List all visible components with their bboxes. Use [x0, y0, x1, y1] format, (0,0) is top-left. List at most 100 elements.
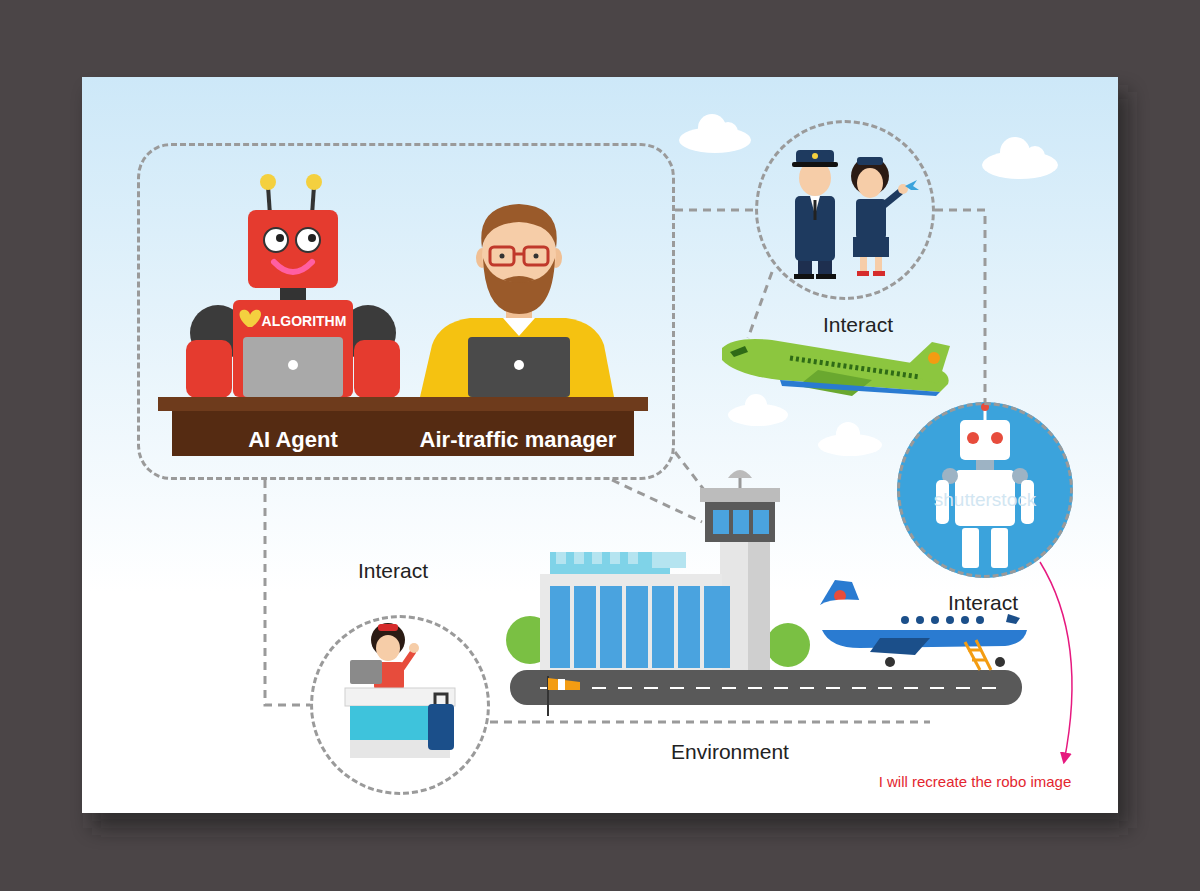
blue-plane	[820, 580, 1028, 670]
illustration-part	[995, 657, 1005, 667]
illustration-part	[248, 210, 338, 288]
illustration-part	[243, 337, 343, 397]
illustration-part	[648, 586, 652, 668]
illustration-part	[510, 670, 1022, 705]
text-slot: AI Agent	[248, 427, 338, 453]
illustration-part	[870, 638, 930, 655]
illustration-part	[186, 340, 232, 398]
illustration-part	[700, 586, 704, 668]
illustration-part	[946, 616, 954, 624]
illustration-part	[550, 586, 730, 668]
illustration-part	[596, 586, 600, 668]
illustration-part	[274, 262, 312, 272]
illustration-part	[378, 624, 398, 631]
illustration-part	[713, 510, 729, 534]
dashed-connector	[675, 209, 755, 212]
illustration-part	[885, 657, 895, 667]
illustration-part	[296, 228, 320, 252]
illustration-part	[409, 643, 419, 653]
illustration-part	[428, 704, 454, 750]
illustration-part	[884, 192, 900, 205]
illustration-part	[733, 510, 749, 534]
illustration-part	[753, 510, 769, 534]
illustration-part	[308, 234, 316, 242]
checkin-desk	[345, 623, 455, 758]
illustration-part	[260, 174, 276, 190]
label-slot: I will recreate the robo image	[879, 773, 1072, 790]
node-text: AI Agent	[248, 427, 338, 453]
illustration-part	[1000, 137, 1030, 167]
illustration-part	[857, 168, 883, 198]
checkin-circle: Interact	[310, 615, 490, 795]
white-robot	[936, 403, 1034, 568]
illustration-part	[500, 254, 505, 259]
illustration-part	[795, 196, 835, 261]
illustration-part	[503, 276, 535, 283]
illustration-part	[816, 274, 836, 279]
illustration-part	[610, 552, 620, 564]
watermark: shutterstock	[934, 489, 1036, 511]
illustration-part	[276, 234, 284, 242]
illustration-part	[345, 688, 455, 706]
illustration-part	[976, 460, 994, 470]
illustration-part	[435, 694, 447, 704]
illustration-part	[812, 153, 818, 159]
illustration-part	[350, 660, 382, 684]
illustration-part	[745, 394, 767, 416]
illustration-part	[376, 635, 400, 661]
illustration-part	[402, 652, 413, 668]
note-arrow	[1040, 562, 1072, 762]
node-text: Interact	[823, 313, 893, 337]
illustration-part	[857, 157, 883, 165]
environment-label: Environment	[671, 740, 789, 764]
illustration-part	[766, 623, 810, 667]
illustration-part	[534, 254, 539, 259]
illustration-part	[873, 271, 885, 276]
illustration-part	[540, 687, 1000, 689]
illustration-part	[972, 659, 986, 662]
illustration-part	[652, 552, 686, 568]
illustration-part	[748, 530, 770, 675]
illustration-part	[730, 346, 748, 357]
illustration-part	[965, 640, 991, 670]
robot-disc	[897, 402, 1073, 578]
dashed-connector	[265, 480, 310, 705]
node-text: Interact	[948, 591, 1018, 615]
illustration-part	[558, 679, 565, 690]
note-text: I will recreate the robo image	[879, 773, 1072, 790]
illustration-part	[514, 253, 524, 256]
illustration-part	[556, 552, 686, 568]
illustration-part	[158, 397, 648, 411]
air-traffic-manager	[420, 204, 614, 397]
illustration-part	[916, 616, 924, 624]
illustration-part	[875, 257, 882, 273]
chest-label: ALGORITHM	[262, 313, 347, 329]
label-slot: Environment	[671, 740, 789, 764]
illustration-part	[574, 552, 584, 564]
illustration-part	[705, 502, 775, 542]
label-slot: ALGORITHM	[262, 313, 347, 329]
illustration-part	[172, 411, 634, 456]
illustration-part	[612, 480, 702, 522]
illustration-part	[490, 247, 514, 265]
illustration-part	[961, 616, 969, 624]
illustration-part	[991, 432, 1003, 444]
illustration-part	[622, 586, 626, 668]
illustration-part	[468, 337, 570, 397]
illustration-part	[976, 640, 991, 670]
illustration-part	[900, 342, 950, 384]
dashed-connector	[935, 210, 985, 402]
node-text: Air-traffic manager	[420, 427, 617, 453]
illustration-part	[780, 380, 940, 396]
illustration-part	[796, 150, 834, 164]
illustration-part	[962, 528, 979, 568]
illustration-part	[748, 272, 772, 338]
crew-circle: Interact	[755, 120, 935, 300]
illustration-part	[628, 552, 638, 564]
illustration-part	[853, 237, 889, 257]
illustration-part	[548, 678, 580, 690]
illustration-part	[524, 247, 548, 265]
